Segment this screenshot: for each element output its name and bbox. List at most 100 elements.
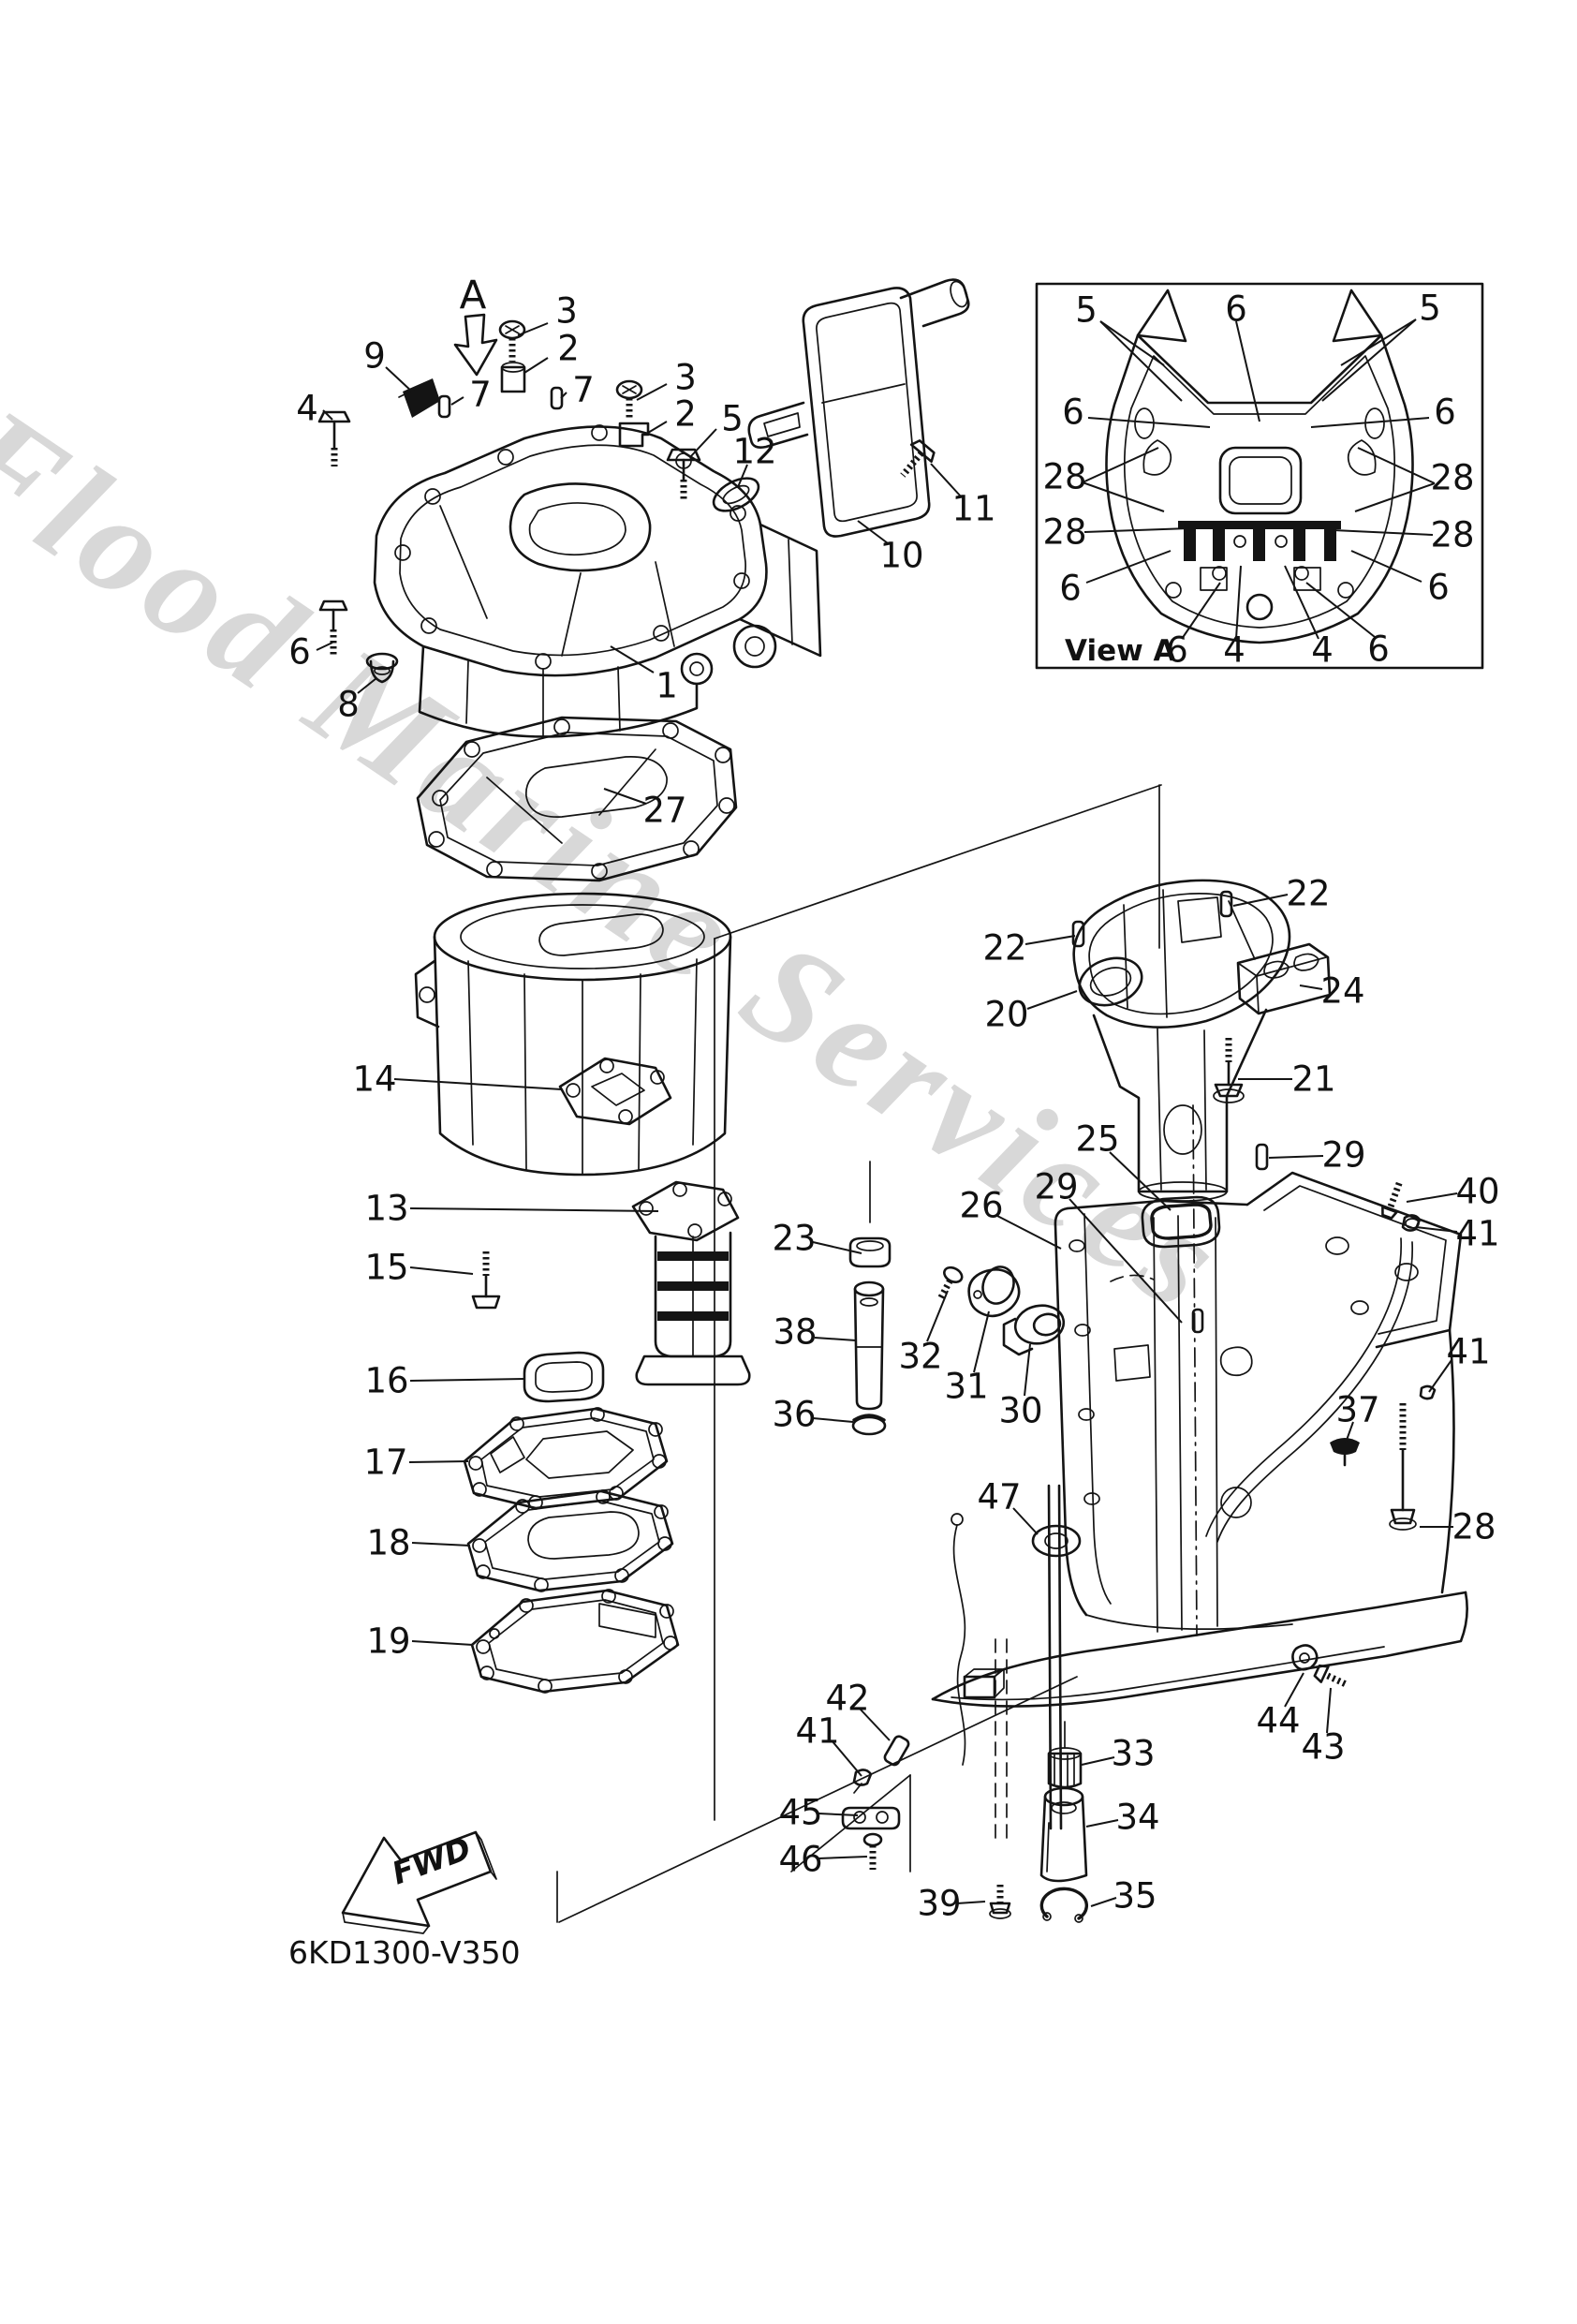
part-callout-9: 5: [721, 399, 744, 439]
leader-line-66: [1333, 529, 1434, 536]
part-callout-18: 6: [1225, 289, 1247, 330]
leader-line-8: [689, 428, 717, 458]
leader-line-62: [1082, 481, 1165, 512]
part-callout-25: 28: [1430, 515, 1474, 555]
part-callout-0: A: [460, 273, 487, 318]
leader-line-24: [996, 1215, 1062, 1250]
leader-line-5: [560, 392, 567, 399]
leader-line-17: [1024, 935, 1076, 945]
part-callout-35: 15: [364, 1248, 408, 1288]
leader-line-16: [1232, 894, 1289, 907]
leader-line-72: [1305, 582, 1376, 638]
part-callout-26: 6: [1059, 569, 1082, 609]
part-callout-32: 6: [1367, 629, 1390, 670]
leader-line-52: [411, 1542, 471, 1547]
part-callout-34: 13: [364, 1189, 408, 1229]
part-callout-13: 6: [288, 632, 311, 673]
leader-line-47: [393, 1078, 563, 1090]
leader-line-39: [818, 1813, 859, 1816]
part-callout-11: 11: [951, 489, 995, 529]
leader-line-30: [926, 1290, 949, 1342]
leader-line-27: [812, 1241, 862, 1254]
part-callout-23: 28: [1430, 458, 1474, 498]
leader-line-69: [1181, 582, 1221, 640]
leader-line-0: [517, 322, 549, 336]
part-callout-48: 26: [959, 1186, 1003, 1226]
leader-line-68: [1350, 550, 1422, 583]
leader-line-41: [956, 1901, 986, 1904]
part-callout-62: 41: [795, 1711, 839, 1752]
oil-pan-body: [414, 892, 732, 1177]
leader-line-9: [737, 464, 748, 488]
part-callout-12: 10: [879, 536, 923, 576]
view-a-inset: [1035, 282, 1484, 670]
leader-line-15: [603, 788, 647, 805]
part-callout-29: 6: [1166, 630, 1188, 671]
leader-line-36: [1012, 1507, 1039, 1535]
part-callout-27: 6: [1427, 568, 1450, 608]
muffler-part: [747, 278, 970, 538]
part-callout-21: 6: [1434, 392, 1456, 433]
part-callout-70: 43: [1301, 1727, 1345, 1768]
leader-line-13: [357, 677, 377, 694]
leader-line-18: [1026, 990, 1078, 1010]
part-callout-60: 47: [977, 1477, 1021, 1517]
part-callout-41: 22: [982, 928, 1026, 969]
part-callout-36: 16: [364, 1361, 408, 1401]
leader-line-61: [1082, 447, 1159, 483]
leader-line-40: [818, 1856, 868, 1859]
leader-line-43: [1085, 1819, 1119, 1828]
leader-line-63: [1357, 447, 1436, 484]
leader-line-60: [1310, 417, 1430, 428]
part-callout-30: 4: [1223, 630, 1245, 671]
drawing-code: 6KD1300-V350: [288, 1934, 521, 1971]
part-callout-66: 33: [1111, 1734, 1155, 1774]
part-callout-64: 46: [778, 1840, 822, 1880]
leader-line-31: [973, 1310, 990, 1373]
leader-line-26: [1415, 1226, 1458, 1233]
part-callout-56: 30: [998, 1391, 1042, 1431]
part-callout-22: 28: [1042, 457, 1086, 497]
leader-line-57: [1340, 318, 1417, 366]
part-callout-33: 14: [352, 1059, 396, 1100]
part-callout-61: 42: [825, 1679, 869, 1719]
leader-line-33: [1428, 1359, 1452, 1393]
fwd-arrow: FWD: [341, 1829, 497, 1934]
part-callout-7: 3: [674, 358, 697, 398]
leader-line-50: [409, 1378, 525, 1382]
leader-line-6: [636, 383, 668, 401]
part-callout-40: 22: [1286, 874, 1330, 914]
leader-line-28: [814, 1337, 857, 1341]
leader-line-55: [1099, 320, 1183, 402]
part-callout-19: 5: [1419, 289, 1441, 329]
part-callout-46: 29: [1321, 1135, 1365, 1176]
part-callout-52: 38: [773, 1312, 817, 1353]
upper-casing-part: [373, 424, 822, 738]
leader-line-67: [1085, 550, 1172, 584]
part-callout-65: 39: [917, 1884, 961, 1924]
part-callout-10: 12: [732, 432, 776, 472]
part-callout-55: 31: [944, 1367, 988, 1407]
part-callout-6: 7: [572, 370, 595, 410]
leader-line-1: [523, 357, 549, 374]
part-callout-57: 41: [1446, 1332, 1490, 1372]
part-callout-47: 29: [1034, 1167, 1078, 1207]
part-callout-1: 3: [555, 291, 578, 332]
part-callout-24: 28: [1042, 512, 1086, 553]
leader-line-59: [1087, 417, 1211, 428]
leader-line-54: [1099, 320, 1165, 366]
part-callout-16: 27: [642, 791, 686, 831]
leader-line-23: [1069, 1198, 1183, 1324]
leader-line-25: [1406, 1192, 1458, 1203]
part-callout-5: 7: [469, 375, 492, 415]
lower-unit-fasteners: [841, 890, 1437, 1923]
leader-line-19: [1299, 984, 1323, 990]
leader-line-44: [1090, 1897, 1117, 1907]
leader-line-42: [1081, 1756, 1115, 1766]
leader-line-49: [409, 1266, 474, 1275]
part-callout-51: 23: [772, 1219, 816, 1259]
part-callout-45: 25: [1075, 1119, 1119, 1160]
part-callout-59: 28: [1452, 1507, 1496, 1547]
